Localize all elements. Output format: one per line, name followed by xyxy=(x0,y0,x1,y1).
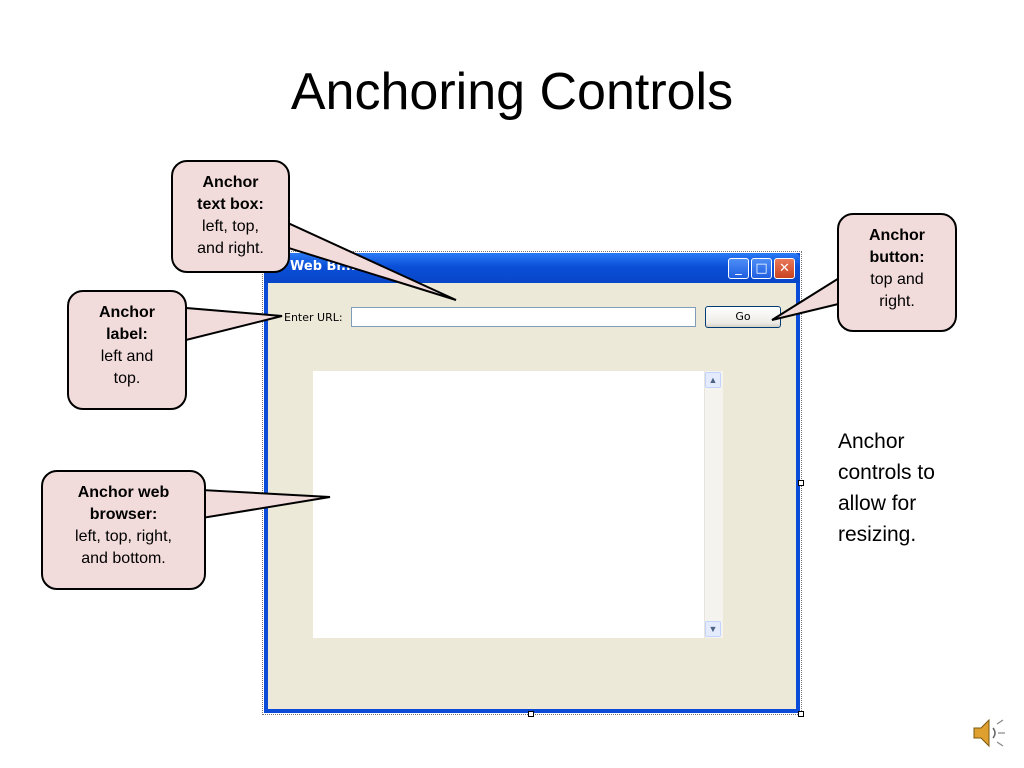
callout-body: top. xyxy=(113,370,141,387)
callout-heading: button: xyxy=(869,249,925,266)
slide-title: Anchoring Controls xyxy=(290,63,734,121)
resize-handle-bottom[interactable] xyxy=(528,711,534,717)
close-icon[interactable]: ✕ xyxy=(774,258,795,279)
callout-browser: Anchor web browser: left, top, right, an… xyxy=(41,470,206,590)
url-label: Enter URL: xyxy=(284,311,343,324)
side-note-line: controls to xyxy=(838,461,935,484)
callout-heading: Anchor xyxy=(202,174,259,191)
callout-body: left and xyxy=(100,348,154,365)
callout-body: and right. xyxy=(197,240,264,257)
callout-heading: Anchor xyxy=(99,304,155,321)
side-note-line: Anchor xyxy=(838,430,905,453)
callout-body: left, top, right, xyxy=(75,528,172,545)
browser-scrollbar[interactable] xyxy=(704,371,723,638)
callout-body: left, top, xyxy=(202,218,259,235)
side-note: Anchor controls to allow for resizing. xyxy=(838,426,988,550)
callout-button: Anchor button: top and right. xyxy=(837,213,957,332)
scroll-up-icon[interactable]: ▲ xyxy=(705,372,721,388)
callout-body: and bottom. xyxy=(81,550,166,567)
go-button[interactable]: Go xyxy=(705,306,781,328)
resize-handle-right[interactable] xyxy=(798,480,804,486)
callout-body: top and xyxy=(870,271,924,288)
scroll-down-icon[interactable]: ▼ xyxy=(705,621,721,637)
side-note-line: allow for xyxy=(838,492,917,515)
callout-textbox: Anchor text box: left, top, and right. xyxy=(171,160,290,273)
callout-heading: label: xyxy=(106,326,148,343)
maximize-icon[interactable]: □ xyxy=(751,258,772,279)
callout-heading: text box: xyxy=(197,196,264,213)
speaker-icon[interactable] xyxy=(970,714,1008,752)
callout-body: right. xyxy=(879,293,915,310)
callout-label: Anchor label: left and top. xyxy=(67,290,187,410)
url-input[interactable] xyxy=(351,307,696,327)
minimize-icon[interactable]: _ xyxy=(728,258,749,279)
callout-heading: browser: xyxy=(89,506,158,523)
resize-handle-corner[interactable] xyxy=(798,711,804,717)
callout-heading: Anchor xyxy=(869,227,925,244)
web-browser-control[interactable] xyxy=(313,371,722,638)
side-note-line: resizing. xyxy=(838,523,917,546)
callout-heading: Anchor web xyxy=(77,484,170,501)
